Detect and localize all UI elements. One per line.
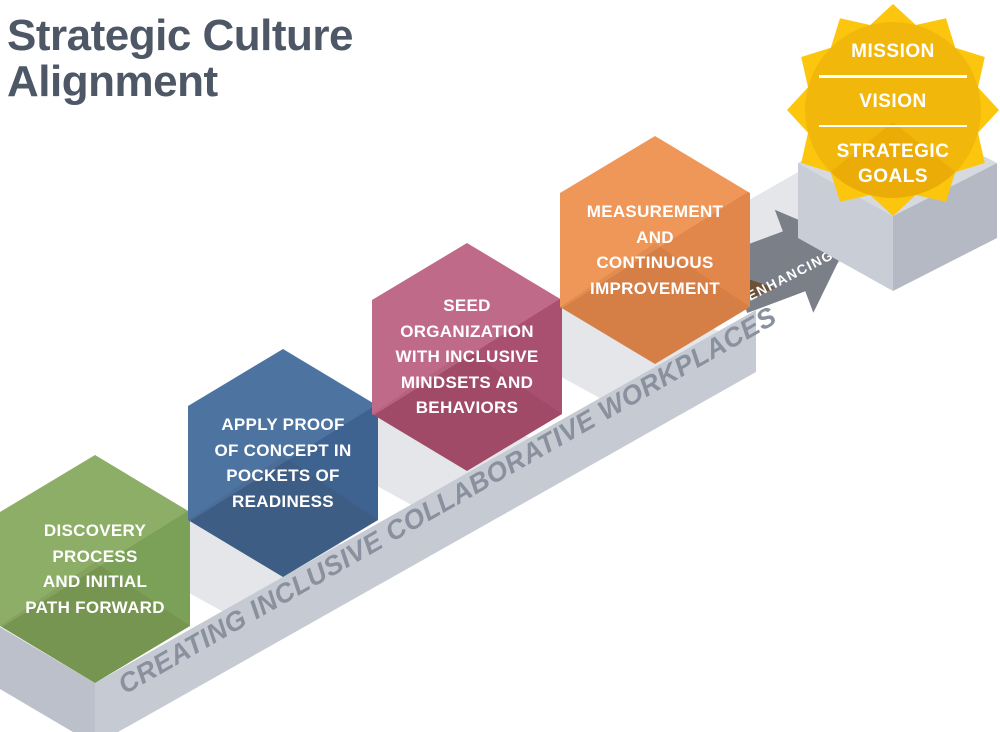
badge-labels: MISSION VISION STRATEGIC GOALS	[778, 40, 1000, 189]
step-label-measurement: MEASUREMENT AND CONTINUOUS IMPROVEMENT	[586, 202, 724, 298]
step-label-discovery: DISCOVERY PROCESS AND INITIAL PATH FORWA…	[25, 521, 165, 617]
ramp-side-face	[0, 627, 95, 732]
badge-vision-label: VISION	[859, 90, 927, 112]
step-label-seed-organization: SEED ORGANIZATION WITH INCLUSIVE MINDSET…	[395, 296, 539, 418]
badge-goals-label: STRATEGIC GOALS	[836, 141, 950, 187]
page-title: Strategic Culture Alignment	[7, 11, 354, 107]
badge-divider	[819, 75, 967, 78]
step-label-apply-proof: APPLY PROOF OF CONCEPT IN POCKETS OF REA…	[214, 415, 352, 511]
badge-disc	[805, 22, 981, 198]
badge-divider	[819, 124, 967, 127]
badge-mission-label: MISSION	[851, 41, 935, 62]
badge-shade	[805, 122, 981, 198]
pedestal-left-face	[798, 163, 893, 291]
ramp-front-face	[95, 310, 756, 732]
step-hexagon-measurement: MEASUREMENT AND CONTINUOUS IMPROVEMENT	[560, 136, 750, 364]
pedestal-right-face	[893, 163, 997, 291]
